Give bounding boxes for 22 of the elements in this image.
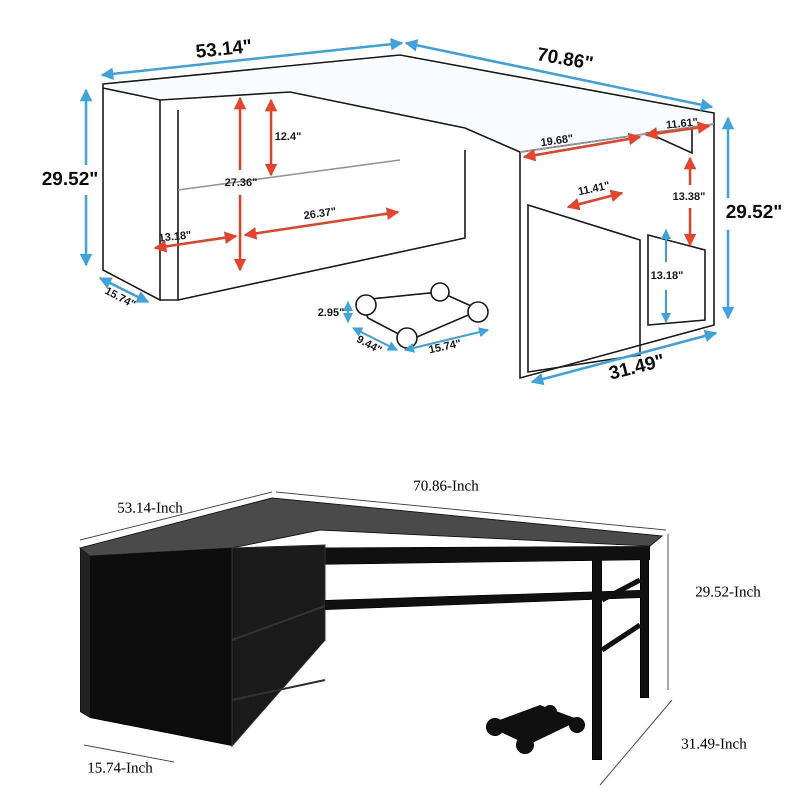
dimension-label: 11.61" <box>665 116 699 132</box>
dimension-label: 11.41" <box>577 180 611 198</box>
dimension-label: 31.49-Inch <box>681 736 747 754</box>
dimension-label: 29.52" <box>42 169 98 191</box>
dimension-label: 26.37" <box>302 206 338 222</box>
dimension-label: 13.18" <box>650 270 684 282</box>
dimension-label: 19.68" <box>540 132 574 150</box>
dimension-label: 53.14-Inch <box>117 500 183 518</box>
dimension-label: 15.74-Inch <box>87 760 153 778</box>
dimension-label: 9.44" <box>354 333 384 357</box>
dimension-label: 12.4" <box>274 131 302 143</box>
dimension-label: 70.86-Inch <box>413 478 479 496</box>
dimension-label: 13.38" <box>672 191 706 203</box>
dimension-label: 15.74" <box>428 338 462 356</box>
dimension-label: 15.74" <box>102 285 138 311</box>
dimension-label: 31.49" <box>606 350 668 386</box>
dimension-label: 29.52" <box>726 202 782 224</box>
dimension-label: 70.86" <box>535 44 595 76</box>
dimension-label: 27.36" <box>224 177 258 189</box>
dimension-label: 29.52-Inch <box>695 584 761 602</box>
dimension-label: 53.14" <box>194 36 254 64</box>
dimension-label: 2.95" <box>318 307 344 319</box>
